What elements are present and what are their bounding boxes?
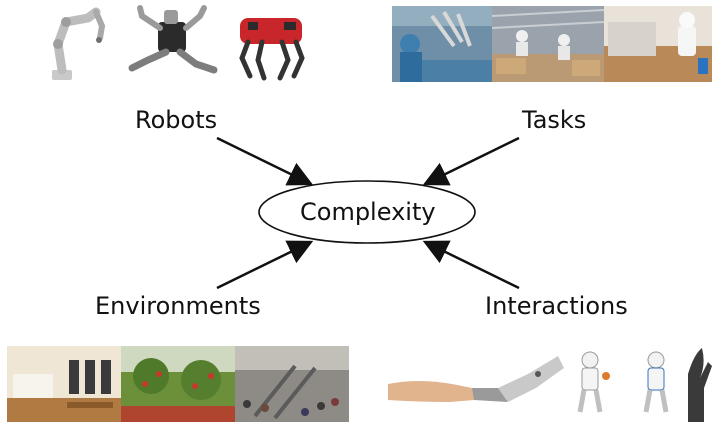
robot-hand-photo [688, 348, 712, 422]
quadruped-robot-icon [239, 18, 305, 81]
complexity-ellipse [258, 180, 476, 244]
interactions-images [388, 348, 712, 422]
arrow-robots-to-complexity [216, 136, 314, 186]
human-robot-handshake-photo [388, 356, 564, 402]
home-robot-photo [604, 6, 712, 82]
surgical-robot-photo [392, 6, 492, 82]
humanoid-robot-icon [128, 5, 218, 74]
arrow-environments-to-complexity [216, 240, 314, 290]
humanoid-robots-playing-photo [577, 351, 669, 413]
interactions-label: Interactions [485, 292, 628, 320]
factory-robots-photo [492, 6, 604, 82]
orchard-photo [121, 346, 235, 422]
environments-images [7, 346, 349, 422]
shopping-mall-crowd-photo [235, 346, 349, 422]
robots-label: Robots [135, 106, 218, 134]
tasks-images [392, 6, 712, 82]
robot-arm-icon [52, 7, 106, 80]
tasks-label: Tasks [522, 106, 587, 134]
robots-images [52, 5, 305, 81]
complexity-label: Complexity [300, 198, 436, 226]
arrow-interactions-to-complexity [422, 240, 520, 290]
environments-label: Environments [95, 292, 261, 320]
arrow-tasks-to-complexity [422, 136, 520, 186]
kitchen-interior-photo [7, 346, 121, 422]
